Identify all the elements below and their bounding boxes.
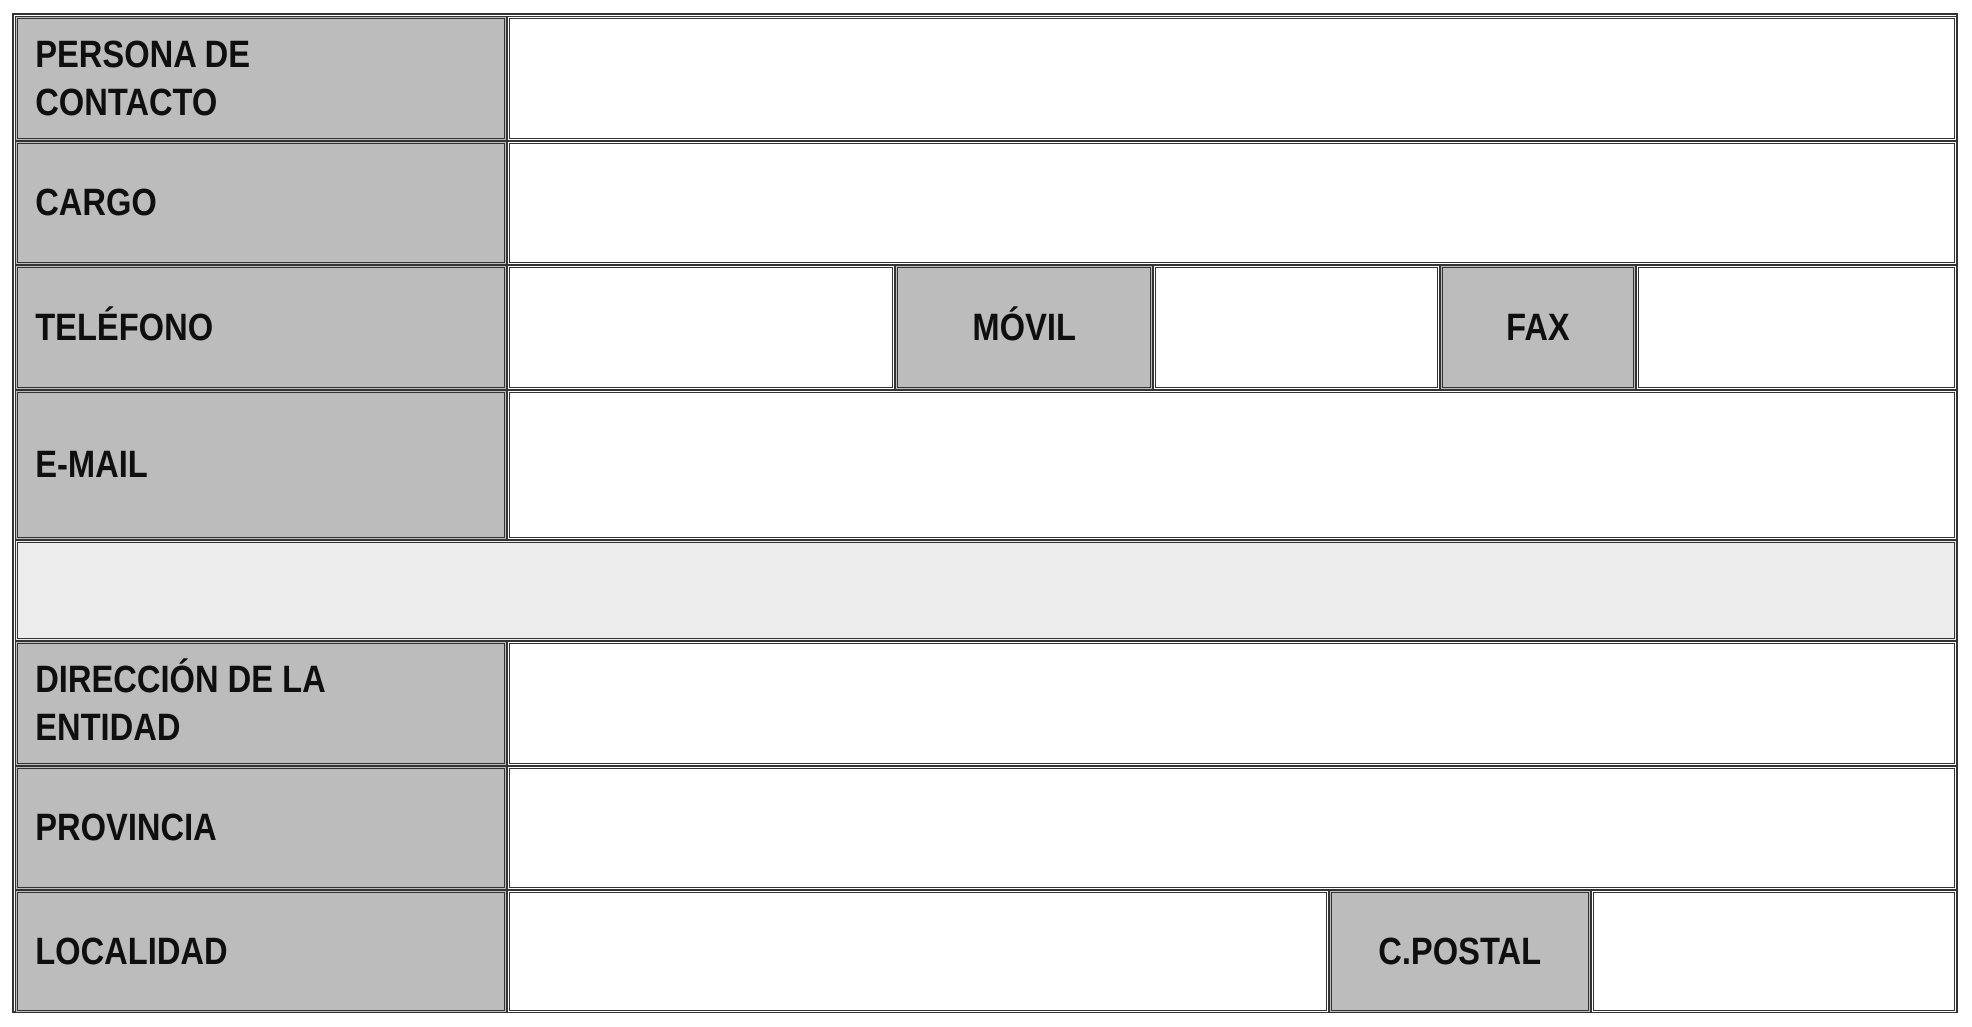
cpostal-field[interactable] — [1591, 890, 1957, 1013]
fax-field[interactable] — [1636, 265, 1957, 390]
cargo-label-text: CARGO — [35, 182, 157, 224]
cpostal-label: C.POSTAL — [1329, 890, 1591, 1013]
cargo-field[interactable] — [507, 141, 1957, 265]
localidad-label-text: LOCALIDAD — [35, 930, 228, 973]
localidad-field[interactable] — [507, 890, 1329, 1013]
direccion-label: DIRECCIÓN DE LA ENTIDAD — [15, 641, 507, 766]
telefono-label-text: TELÉFONO — [35, 306, 214, 349]
cpostal-label-text: C.POSTAL — [1378, 930, 1542, 973]
telefono-label: TELÉFONO — [15, 265, 507, 390]
fax-label: FAX — [1440, 265, 1636, 390]
fax-label-text: FAX — [1506, 306, 1570, 349]
direccion-label-text: DIRECCIÓN DE LA ENTIDAD — [35, 658, 325, 749]
persona-contacto-field[interactable] — [507, 16, 1957, 141]
persona-contacto-label: PERSONA DE CONTACTO — [15, 16, 507, 141]
telefono-field[interactable] — [507, 265, 895, 390]
cargo-label: CARGO — [15, 141, 507, 265]
movil-label-text: MÓVIL — [972, 306, 1076, 349]
persona-contacto-label-text: PERSONA DE CONTACTO — [35, 33, 251, 124]
movil-field[interactable] — [1153, 265, 1440, 390]
localidad-label: LOCALIDAD — [15, 890, 507, 1013]
direccion-field[interactable] — [507, 641, 1957, 766]
movil-label: MÓVIL — [895, 265, 1153, 390]
provincia-field[interactable] — [507, 766, 1957, 890]
email-label-text: E-MAIL — [35, 444, 148, 486]
section-separator — [15, 540, 1957, 641]
provincia-label-text: PROVINCIA — [35, 807, 217, 849]
email-field[interactable] — [507, 390, 1957, 540]
provincia-label: PROVINCIA — [15, 766, 507, 890]
email-label: E-MAIL — [15, 390, 507, 540]
